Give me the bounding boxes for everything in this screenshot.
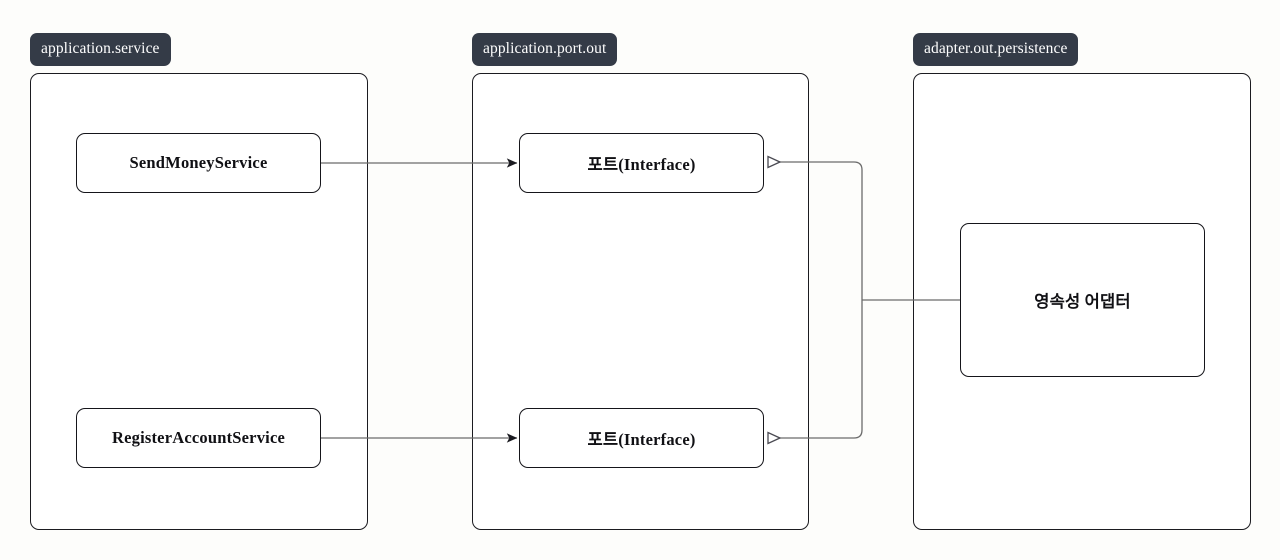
node-register-account-service: RegisterAccountService	[76, 408, 321, 468]
node-port-interface-bottom: 포트(Interface)	[519, 408, 764, 468]
package-label-application-port-out: application.port.out	[472, 33, 618, 66]
node-label-register-account-service: RegisterAccountService	[111, 428, 285, 447]
node-persistence-adapter: 영속성 어댑터	[960, 223, 1205, 377]
node-label-send-money-service: SendMoneyService	[129, 153, 268, 172]
node-port-interface-top: 포트(Interface)	[519, 133, 764, 193]
package-label-adapter-out-persistence: adapter.out.persistence	[913, 33, 1079, 66]
node-send-money-service: SendMoneyService	[76, 133, 321, 193]
node-label-port-interface-bottom: 포트(Interface)	[587, 430, 696, 449]
node-label-persistence-adapter: 영속성 어댑터	[1034, 292, 1131, 311]
package-label-application-service: application.service	[30, 33, 171, 66]
node-label-port-interface-top: 포트(Interface)	[587, 155, 696, 174]
